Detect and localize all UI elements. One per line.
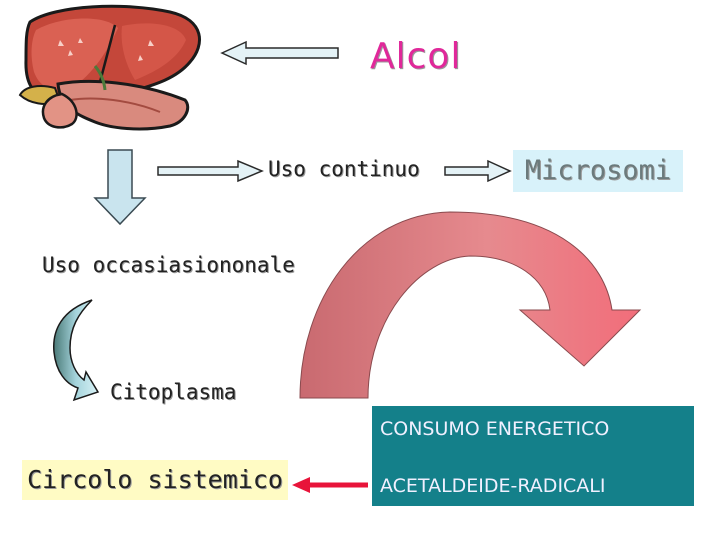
curved-arrow-microsomi-to-box (299, 211, 642, 399)
label-microsomi: Microsomi (513, 150, 683, 192)
arrow-liver-down (93, 149, 147, 226)
result-box (372, 406, 694, 506)
liver-pancreas-icon (18, 4, 202, 131)
arrow-to-uso-continuo (157, 159, 264, 183)
label-uso-occasionale: Uso occasiasiononale (42, 253, 295, 277)
arrow-to-microsomi (444, 159, 512, 183)
title-alcol: Alcol (370, 36, 462, 77)
curl-arrow-to-citoplasma (53, 299, 100, 402)
arrow-alcol-to-liver (220, 40, 339, 66)
label-uso-continuo: Uso continuo (268, 157, 420, 181)
label-acetaldeide-radicali: ACETALDEIDE-RADICALI (380, 475, 606, 497)
label-citoplasma: Citoplasma (110, 380, 237, 404)
label-circolo-sistemico: Circolo sistemico (22, 460, 288, 500)
red-arrow-to-circolo (292, 477, 368, 493)
label-consumo-energetico: CONSUMO ENERGETICO (380, 418, 610, 440)
